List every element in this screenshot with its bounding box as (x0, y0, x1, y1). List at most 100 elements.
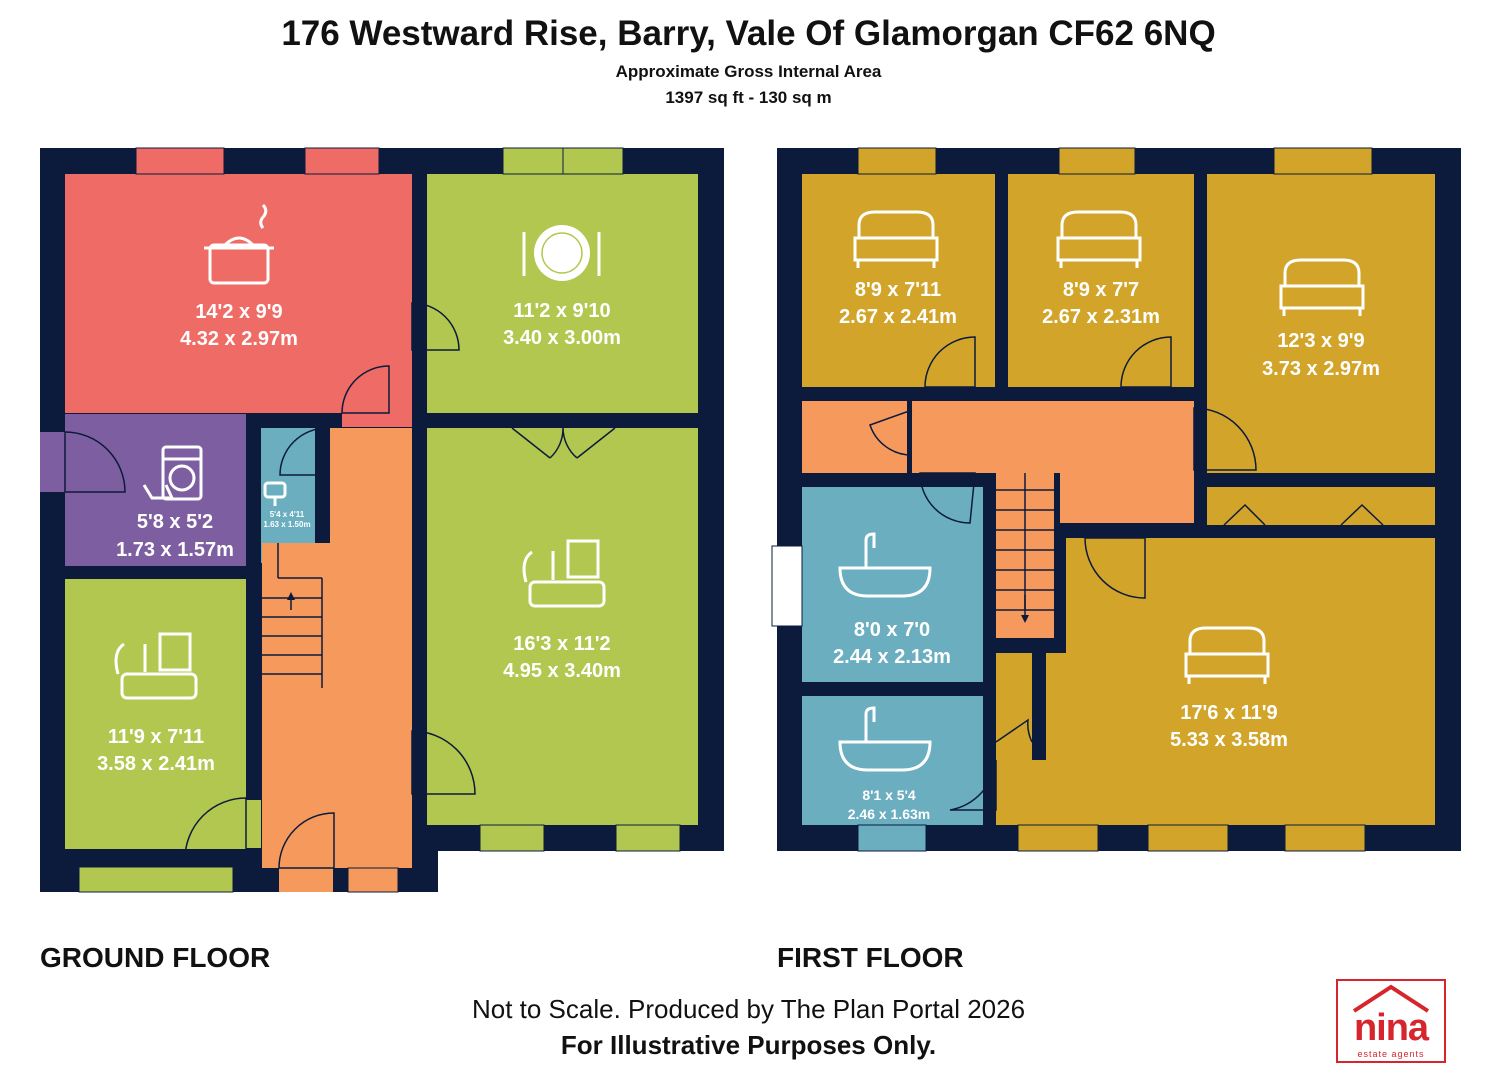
ground-stairs (262, 543, 330, 688)
wc-metric: 1.63 x 1.50m (263, 520, 310, 529)
wardrobe-area (1207, 487, 1435, 525)
living-door-swing (411, 730, 476, 795)
bed3-metric: 2.67 x 2.31m (1042, 306, 1160, 328)
study-metric: 3.58 x 2.41m (97, 753, 215, 775)
kitchen-window-left (135, 147, 225, 175)
bed2-window (857, 147, 937, 175)
bed3-window (1058, 147, 1136, 175)
room-ensuite (802, 696, 983, 825)
landing-lower (1060, 473, 1194, 523)
cupboard-door (995, 718, 1033, 743)
bed-icon-bed3 (1056, 210, 1142, 268)
bed-icon-bed4 (1279, 258, 1365, 316)
study-window (78, 866, 234, 893)
kitchen-door-swing (341, 365, 390, 414)
bathroom-door-swing (919, 472, 976, 524)
room-hallway (330, 428, 412, 868)
wardrobe-doors (1223, 503, 1384, 526)
bathroom-metric: 2.44 x 2.13m (833, 646, 951, 668)
master-metric: 5.33 x 3.58m (1170, 729, 1288, 751)
logo-tagline: estate agents (1357, 1049, 1425, 1059)
plate-cutlery-icon (522, 225, 601, 281)
ensuite-door-swing (949, 759, 997, 811)
utility-imperial: 5'8 x 5'2 (137, 511, 213, 533)
utility-metric: 1.73 x 1.57m (116, 539, 234, 561)
bathtub-icon-ensuite (838, 706, 932, 772)
ground-floor-plan: 14'2 x 9'9 4.32 x 2.97m 11'2 x 9'10 3.40… (40, 147, 724, 893)
page-title: 176 Westward Rise, Barry, Vale Of Glamor… (281, 14, 1216, 53)
study-imperial: 11'9 x 7'11 (108, 726, 204, 748)
landing-centre (912, 401, 1194, 473)
dining-metric: 3.40 x 3.00m (503, 327, 621, 349)
house-roof-icon (1352, 984, 1430, 1013)
bed3-door-swing (1120, 336, 1172, 388)
landing-door-swing (869, 409, 913, 456)
cooking-pot-icon (204, 203, 274, 285)
ensuite-metric: 2.46 x 1.63m (848, 806, 931, 822)
kitchen-imperial: 14'2 x 9'9 (195, 301, 282, 323)
ensuite-imperial: 8'1 x 5'4 (862, 787, 916, 803)
bed-icon-bed2 (853, 210, 939, 268)
living-window-left (479, 824, 545, 852)
bathroom-imperial: 8'0 x 7'0 (854, 619, 930, 641)
room-living (427, 428, 698, 825)
sofa-icon-living (522, 539, 606, 608)
kitchen-metric: 4.32 x 2.97m (180, 328, 298, 350)
room-kitchen (65, 174, 412, 413)
bed3-imperial: 8'9 x 7'7 (1063, 279, 1139, 301)
room-bedroom-2 (802, 174, 995, 387)
room-study (65, 579, 246, 849)
bed4-metric: 3.73 x 2.97m (1262, 358, 1380, 380)
washing-machine-icon (142, 445, 203, 501)
illustrative-disclaimer: For Illustrative Purposes Only. (560, 1030, 937, 1060)
utility-door-swing (64, 431, 126, 493)
living-metric: 4.95 x 3.40m (503, 660, 621, 682)
wc-imperial: 5'4 x 4'11 (270, 510, 305, 519)
logo-wordmark: nina (1353, 1007, 1429, 1049)
front-door-step (279, 868, 333, 892)
first-stair-treads (996, 473, 1054, 611)
kitchen-window-right (304, 147, 380, 175)
bed4-window (1273, 147, 1373, 175)
bed2-metric: 2.67 x 2.41m (839, 306, 957, 328)
master-window-2 (1147, 824, 1229, 852)
master-window-3 (1284, 824, 1366, 852)
landing-left (802, 401, 907, 473)
bed2-imperial: 8'9 x 7'11 (855, 279, 941, 301)
dining-door-swing (411, 302, 460, 351)
dining-imperial: 11'2 x 9'10 (513, 300, 610, 322)
bed4-door-swing (1193, 407, 1257, 471)
room-bedroom-4 (1207, 174, 1435, 473)
agent-logo: nina estate agents (1336, 979, 1446, 1063)
study-door-swing (184, 797, 247, 860)
bathroom-window (771, 545, 803, 627)
room-master-bedroom (1066, 538, 1435, 825)
living-window-right (615, 824, 681, 852)
first-floor-plan: 8'9 x 7'11 2.67 x 2.41m 8'9 x 7'7 2.67 x… (771, 147, 1461, 852)
master-imperial: 17'6 x 11'9 (1180, 702, 1277, 724)
master-door-swing (1084, 537, 1146, 599)
living-double-door (511, 427, 616, 459)
scale-note: Not to Scale. Produced by The Plan Porta… (471, 994, 1026, 1024)
utility-side-door (40, 432, 65, 492)
study-doorway (246, 800, 261, 848)
toilet-roll-icon (263, 481, 287, 506)
ground-floor-label: GROUND FLOOR (40, 942, 271, 973)
front-door-swing (278, 812, 335, 869)
bed4-imperial: 12'3 x 9'9 (1277, 330, 1364, 352)
sofa-icon-study (114, 632, 198, 700)
wc-door-swing (279, 427, 328, 476)
ensuite-window (857, 824, 927, 852)
bathtub-icon-bathroom (838, 532, 932, 598)
bed2-door-swing (924, 336, 976, 388)
room-bedroom-3 (1008, 174, 1194, 387)
room-dining (427, 174, 698, 413)
gross-area-value: 1397 sq ft - 130 sq m (665, 88, 832, 107)
stair-arrow-head (287, 592, 295, 600)
hallway-lower (262, 688, 330, 868)
hall-window (347, 867, 399, 893)
area-subtitle: Approximate Gross Internal Area (615, 62, 882, 81)
first-floor-label: FIRST FLOOR (777, 942, 964, 973)
living-imperial: 16'3 x 11'2 (513, 633, 610, 655)
